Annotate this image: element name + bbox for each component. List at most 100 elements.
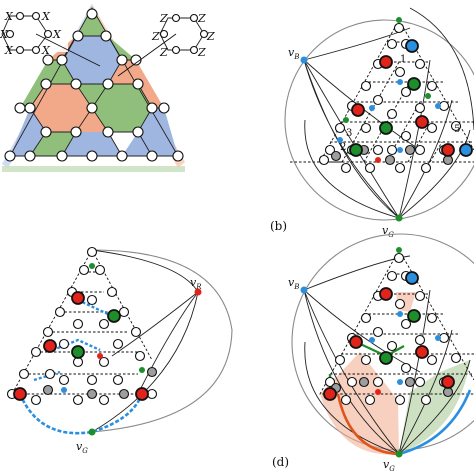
green-check-flipped <box>107 309 121 323</box>
blue-check <box>337 137 343 143</box>
panel-d-dashed-lattice <box>319 249 474 395</box>
green-check-flipped <box>379 121 393 135</box>
face-green <box>108 36 136 60</box>
v-g-vertex <box>395 214 403 222</box>
red-check-flipped <box>349 335 363 349</box>
red-check-flipped <box>43 339 57 353</box>
panel-c-dashed-lattice <box>11 249 153 395</box>
x-label: X <box>4 10 14 23</box>
v-g-vertex <box>88 428 96 436</box>
z-label: Z <box>151 30 160 43</box>
face-green <box>30 132 76 156</box>
blue-check <box>369 337 375 343</box>
v-g-label: vG <box>382 224 394 239</box>
panel-c-graph: vR vG <box>6 246 233 455</box>
face-blue <box>10 108 46 156</box>
number-label: 3 <box>346 128 352 139</box>
green-check-flipped <box>379 351 393 365</box>
green-check-flipped <box>349 143 363 157</box>
blue-correction-path <box>33 298 113 382</box>
green-check <box>425 93 431 99</box>
panel-c-qubits <box>6 246 158 406</box>
green-check <box>396 247 402 253</box>
red-check-flipped <box>379 55 393 69</box>
blue-check <box>435 335 441 341</box>
panel-b-qubits <box>318 22 462 174</box>
x-stabilizer-inset: X X X X X X <box>0 8 101 67</box>
panel-d-graph: vB vG (d) <box>272 233 474 473</box>
panel-b-boundary-circle <box>284 19 474 221</box>
z-label: Z <box>197 12 206 25</box>
blue-check-flipped <box>405 39 419 53</box>
red-check-flipped <box>71 291 85 305</box>
green-check <box>89 263 95 269</box>
blue-check <box>369 105 375 111</box>
red-check-flipped <box>323 387 337 401</box>
red-check <box>375 157 381 163</box>
red-check <box>375 389 381 395</box>
face-green <box>76 8 108 36</box>
face-orange <box>30 84 92 132</box>
v-b-vertex <box>300 286 308 294</box>
panel-d-checks <box>300 247 455 458</box>
green-check <box>343 117 349 123</box>
red-check-flipped <box>379 287 393 301</box>
panel-c-checks <box>13 263 202 436</box>
red-check-flipped <box>135 387 149 401</box>
x-label: X <box>41 44 51 57</box>
z-pointer-arrow <box>117 33 177 77</box>
face-blue <box>62 36 122 84</box>
red-check <box>97 353 103 359</box>
blue-check <box>61 387 67 393</box>
panel-b-checks <box>300 17 473 222</box>
v-g-label: vG <box>76 440 88 455</box>
v-r-vertex <box>194 288 202 296</box>
v-b-label: vB <box>288 276 299 291</box>
blue-check <box>435 103 441 109</box>
red-check-flipped <box>441 375 455 389</box>
red-check-flipped <box>13 387 27 401</box>
blue-check-flipped <box>459 143 473 157</box>
green-check <box>396 17 402 23</box>
z-stabilizer-inset: Z Z Z Z Z Z <box>117 8 215 77</box>
face-blue <box>62 132 122 156</box>
face-green <box>76 84 108 108</box>
blue-check-flipped <box>405 271 419 285</box>
panel-a-lattice: X X X X X X Z Z Z Z Z Z <box>0 4 215 172</box>
blue-check <box>397 79 403 85</box>
red-correction-path <box>336 393 400 456</box>
v-g-label: vG <box>383 458 395 473</box>
z-label: Z <box>206 30 215 43</box>
blue-check <box>397 379 403 385</box>
v-g-vertex <box>395 450 403 458</box>
blue-check <box>397 311 403 317</box>
x-label: X <box>4 44 14 57</box>
green-check-flipped <box>407 309 421 323</box>
panel-a-green-boundary <box>2 166 185 172</box>
v-b-vertex <box>300 56 308 64</box>
red-check-flipped <box>415 345 429 359</box>
panel-d-caption: (d) <box>272 455 289 469</box>
x-label: X <box>0 28 9 41</box>
green-check-flipped <box>71 345 85 359</box>
blue-correction-path <box>18 393 142 435</box>
panel-d-qubits <box>324 252 462 406</box>
red-check-flipped <box>441 143 455 157</box>
x-label: X <box>41 10 51 23</box>
v-b-label: vB <box>288 46 299 61</box>
x-label: X <box>52 28 62 41</box>
v-r-label: vR <box>190 276 202 291</box>
green-check-flipped <box>407 77 421 91</box>
panel-a-qubits <box>4 8 184 162</box>
face-green <box>92 84 152 132</box>
z-label: Z <box>159 12 168 25</box>
face-orange <box>76 108 108 132</box>
red-check-flipped <box>351 103 365 117</box>
red-check-flipped <box>415 115 429 129</box>
z-label: Z <box>159 46 168 59</box>
number-label: 1 <box>400 54 406 65</box>
panel-b-graph: 1 2 3 5 vB vG (b) <box>270 7 474 239</box>
panel-c-boundary-arc <box>91 249 233 433</box>
green-check <box>139 367 145 373</box>
